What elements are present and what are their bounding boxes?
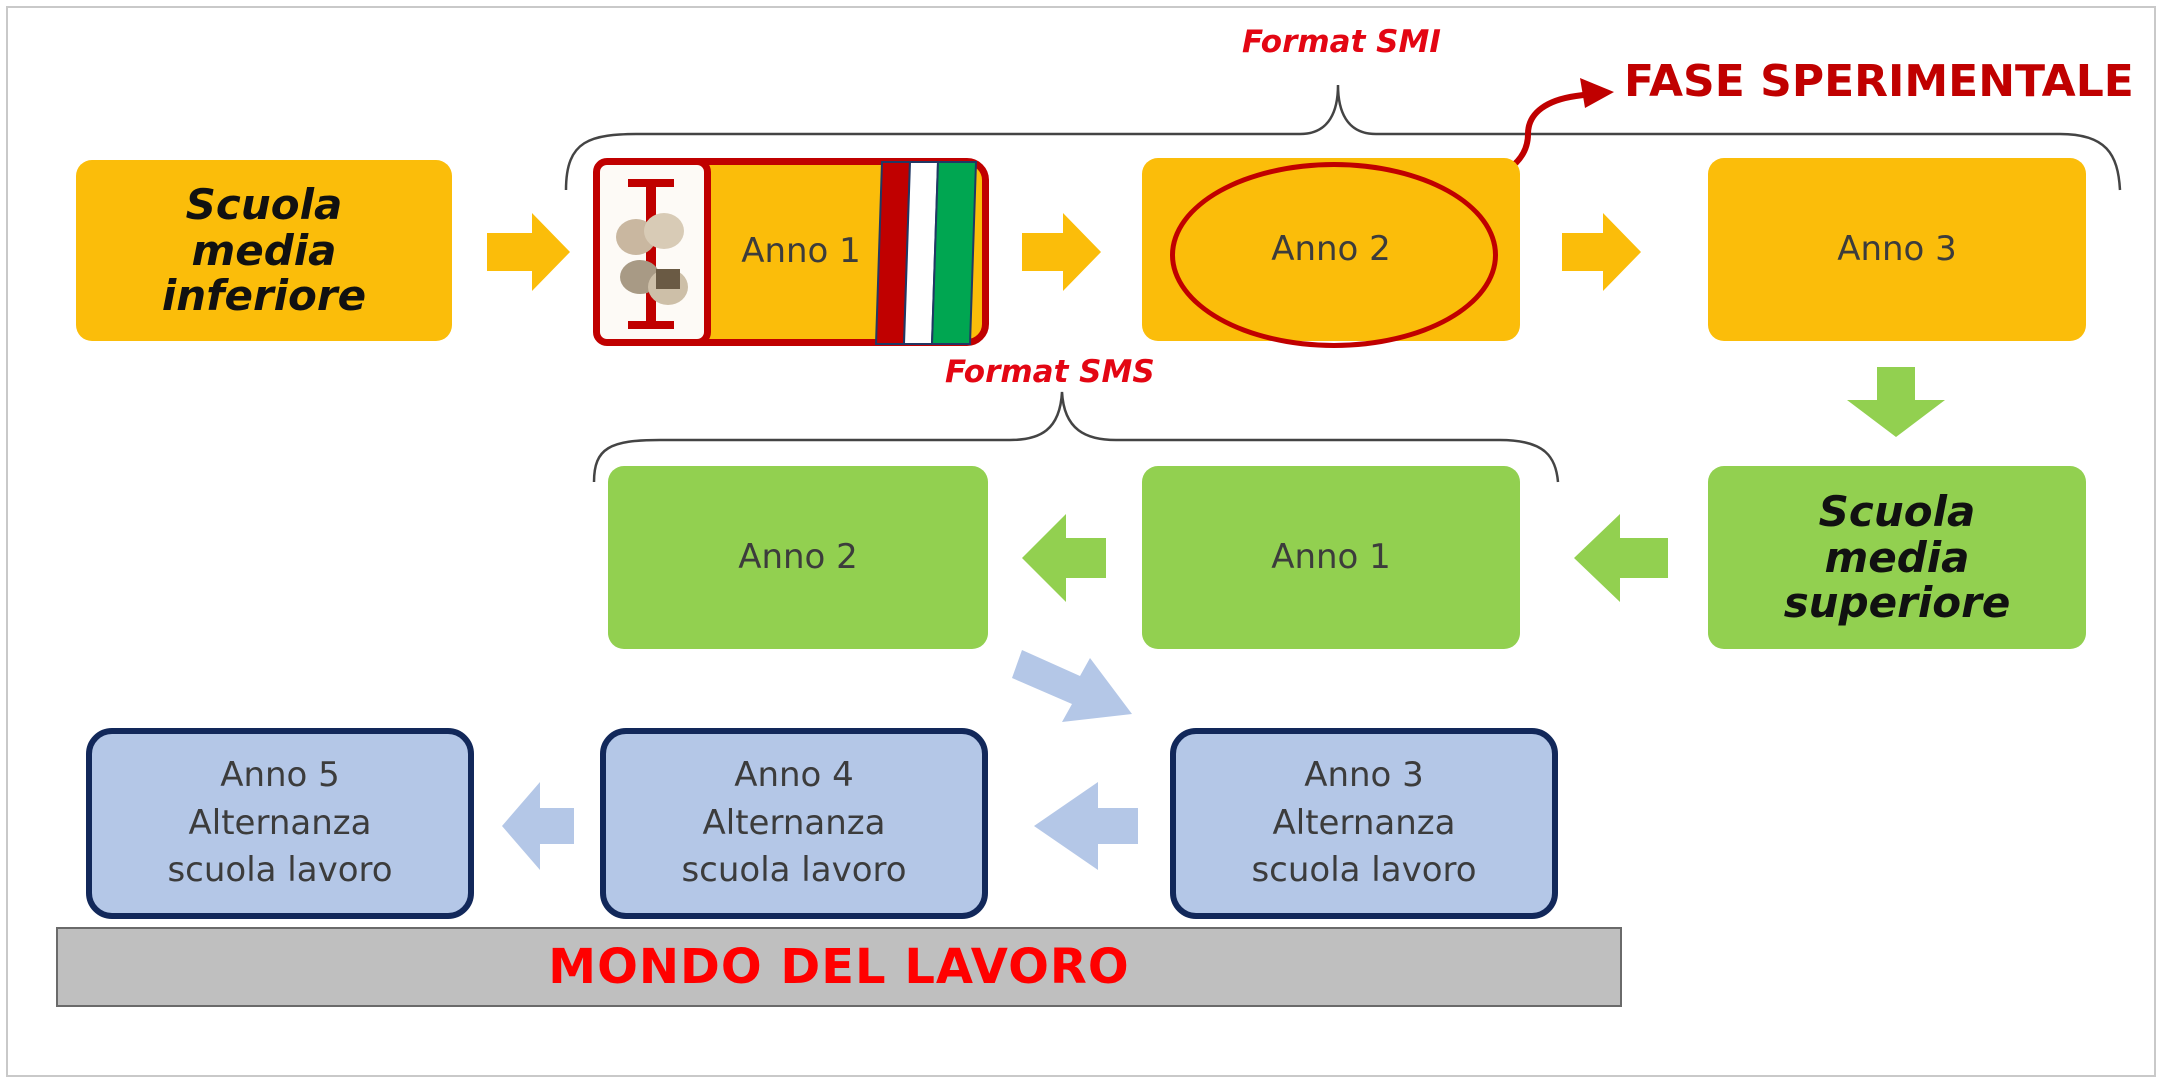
arrow-left-1 [1574, 514, 1668, 602]
fase-sperimentale-label: FASE SPERIMENTALE [1624, 56, 2134, 107]
format-sms-label: Format SMS [945, 354, 1155, 390]
photo-inset [593, 158, 711, 346]
arrow-down [1847, 367, 1945, 437]
italian-flag-icon [874, 161, 978, 345]
mondo-del-lavoro-label: MONDO DEL LAVORO [548, 939, 1130, 995]
anno1-sms-box: Anno 1 [1142, 466, 1520, 649]
anno1-smi-label: Anno 1 [741, 231, 861, 272]
arrow-right-1 [487, 213, 570, 291]
anno2-sms-box: Anno 2 [608, 466, 988, 649]
hands-steel-beam-icon [616, 179, 688, 329]
arrow-right-3 [1562, 213, 1641, 291]
anno3-smi-box: Anno 3 [1708, 158, 2086, 341]
brace-format-sms [592, 391, 1560, 483]
scuola-media-inferiore-box: Scuola media inferiore [76, 160, 452, 341]
fase-sperimentale-highlight [1170, 162, 1498, 348]
anno3-alternanza-box: Anno 3 Alternanza scuola lavoro [1170, 728, 1558, 919]
mondo-del-lavoro-bar: MONDO DEL LAVORO [56, 927, 1622, 1007]
format-smi-label: Format SMI [1242, 24, 1441, 60]
arrow-right-2 [1022, 213, 1101, 291]
brace-format-smi [564, 84, 2122, 191]
anno5-alternanza-box: Anno 5 Alternanza scuola lavoro [86, 728, 474, 919]
scuola-media-superiore-box: Scuola media superiore [1708, 466, 2086, 649]
arrow-left-2 [1022, 514, 1106, 602]
diagram-frame [6, 6, 2156, 1077]
arrow-diagonal [1012, 650, 1132, 722]
anno4-alternanza-box: Anno 4 Alternanza scuola lavoro [600, 728, 988, 919]
arrow-left-4 [502, 782, 574, 870]
fase-pointer-head [1580, 78, 1614, 108]
arrow-left-3 [1034, 782, 1138, 870]
